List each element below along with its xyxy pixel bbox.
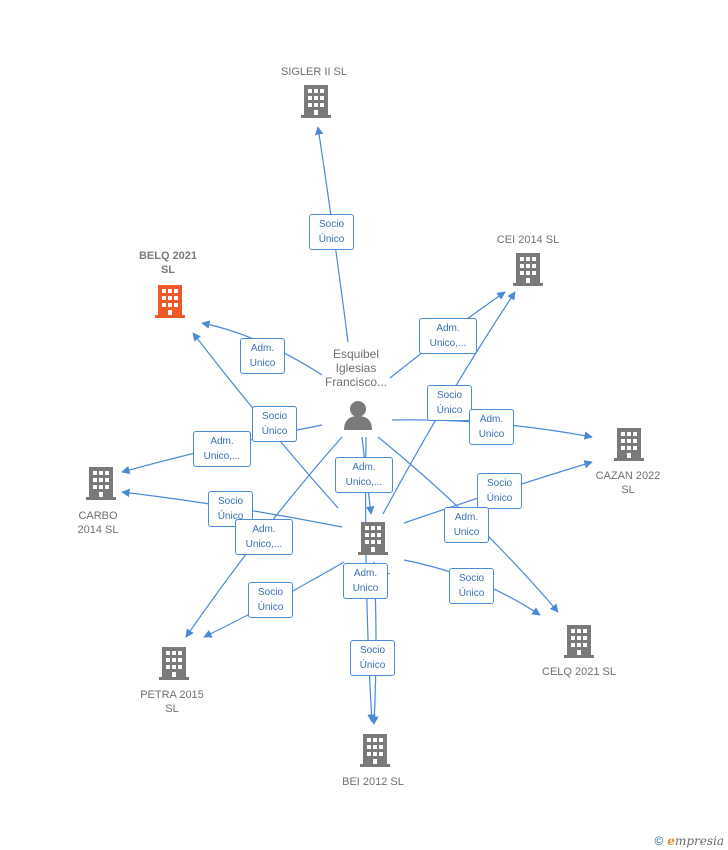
edge-label-bei-socio: Socio Único <box>350 640 395 676</box>
center-building-icon <box>358 522 388 555</box>
edge-label-cei-socio: Socio Único <box>427 385 472 421</box>
cazan-building-icon <box>614 428 644 461</box>
footer-brand[interactable]: ©empresia <box>654 834 724 848</box>
edge-label-sigler: Socio Único <box>309 214 354 250</box>
bei-building-icon <box>360 734 390 767</box>
edge-label-center2-adm: Adm. Unico <box>343 563 388 599</box>
node-label-celq[interactable]: CELQ 2021 SL <box>542 666 616 678</box>
node-label-petra[interactable]: PETRA 2015 SL <box>140 689 204 715</box>
edge-label-carbo-adm: Adm. Unico,... <box>193 431 251 467</box>
carbo-building-icon <box>86 467 116 500</box>
node-label-cei[interactable]: CEI 2014 SL <box>496 234 560 246</box>
edge-label-celq-socio: Socio Único <box>449 568 494 604</box>
edge-label-cazan-socio: Socio Único <box>477 473 522 509</box>
sigler-building-icon <box>301 85 331 118</box>
edge-label-center-adm: Adm. Unico,... <box>335 457 393 493</box>
edge-label-petra-adm: Adm. Unico,... <box>235 519 293 555</box>
cei-building-icon <box>513 253 543 286</box>
petra-building-icon <box>159 647 189 680</box>
brand-logo-e: e <box>667 834 675 848</box>
edge-label-belq: Adm. Unico <box>240 338 285 374</box>
node-label-bei[interactable]: BEI 2012 SL <box>342 776 404 788</box>
brand-name: mpresia <box>674 834 724 848</box>
person-icon <box>344 401 372 430</box>
edge-label-petra-socio: Socio Único <box>248 582 293 618</box>
edge-label-cei: Adm. Unico,... <box>419 318 477 354</box>
celq-building-icon <box>564 625 594 658</box>
node-label-carbo[interactable]: CARBO 2014 SL <box>77 510 119 536</box>
edge-label-celq-adm: Adm. Unico <box>444 507 489 543</box>
node-label-cazan[interactable]: CAZAN 2022 SL <box>595 470 661 496</box>
copyright-icon: © <box>654 834 664 848</box>
edge-label-cazan-adm: Adm. Unico <box>469 409 514 445</box>
node-label-sigler[interactable]: SIGLER II SL <box>280 66 348 78</box>
node-label-belq[interactable]: BELQ 2021 SL <box>138 250 198 276</box>
node-label-person[interactable]: Esquibel Iglesias Francisco... <box>324 347 387 389</box>
belq-building-icon <box>155 285 185 318</box>
edge-label-belq-socio: Socio Único <box>252 406 297 442</box>
